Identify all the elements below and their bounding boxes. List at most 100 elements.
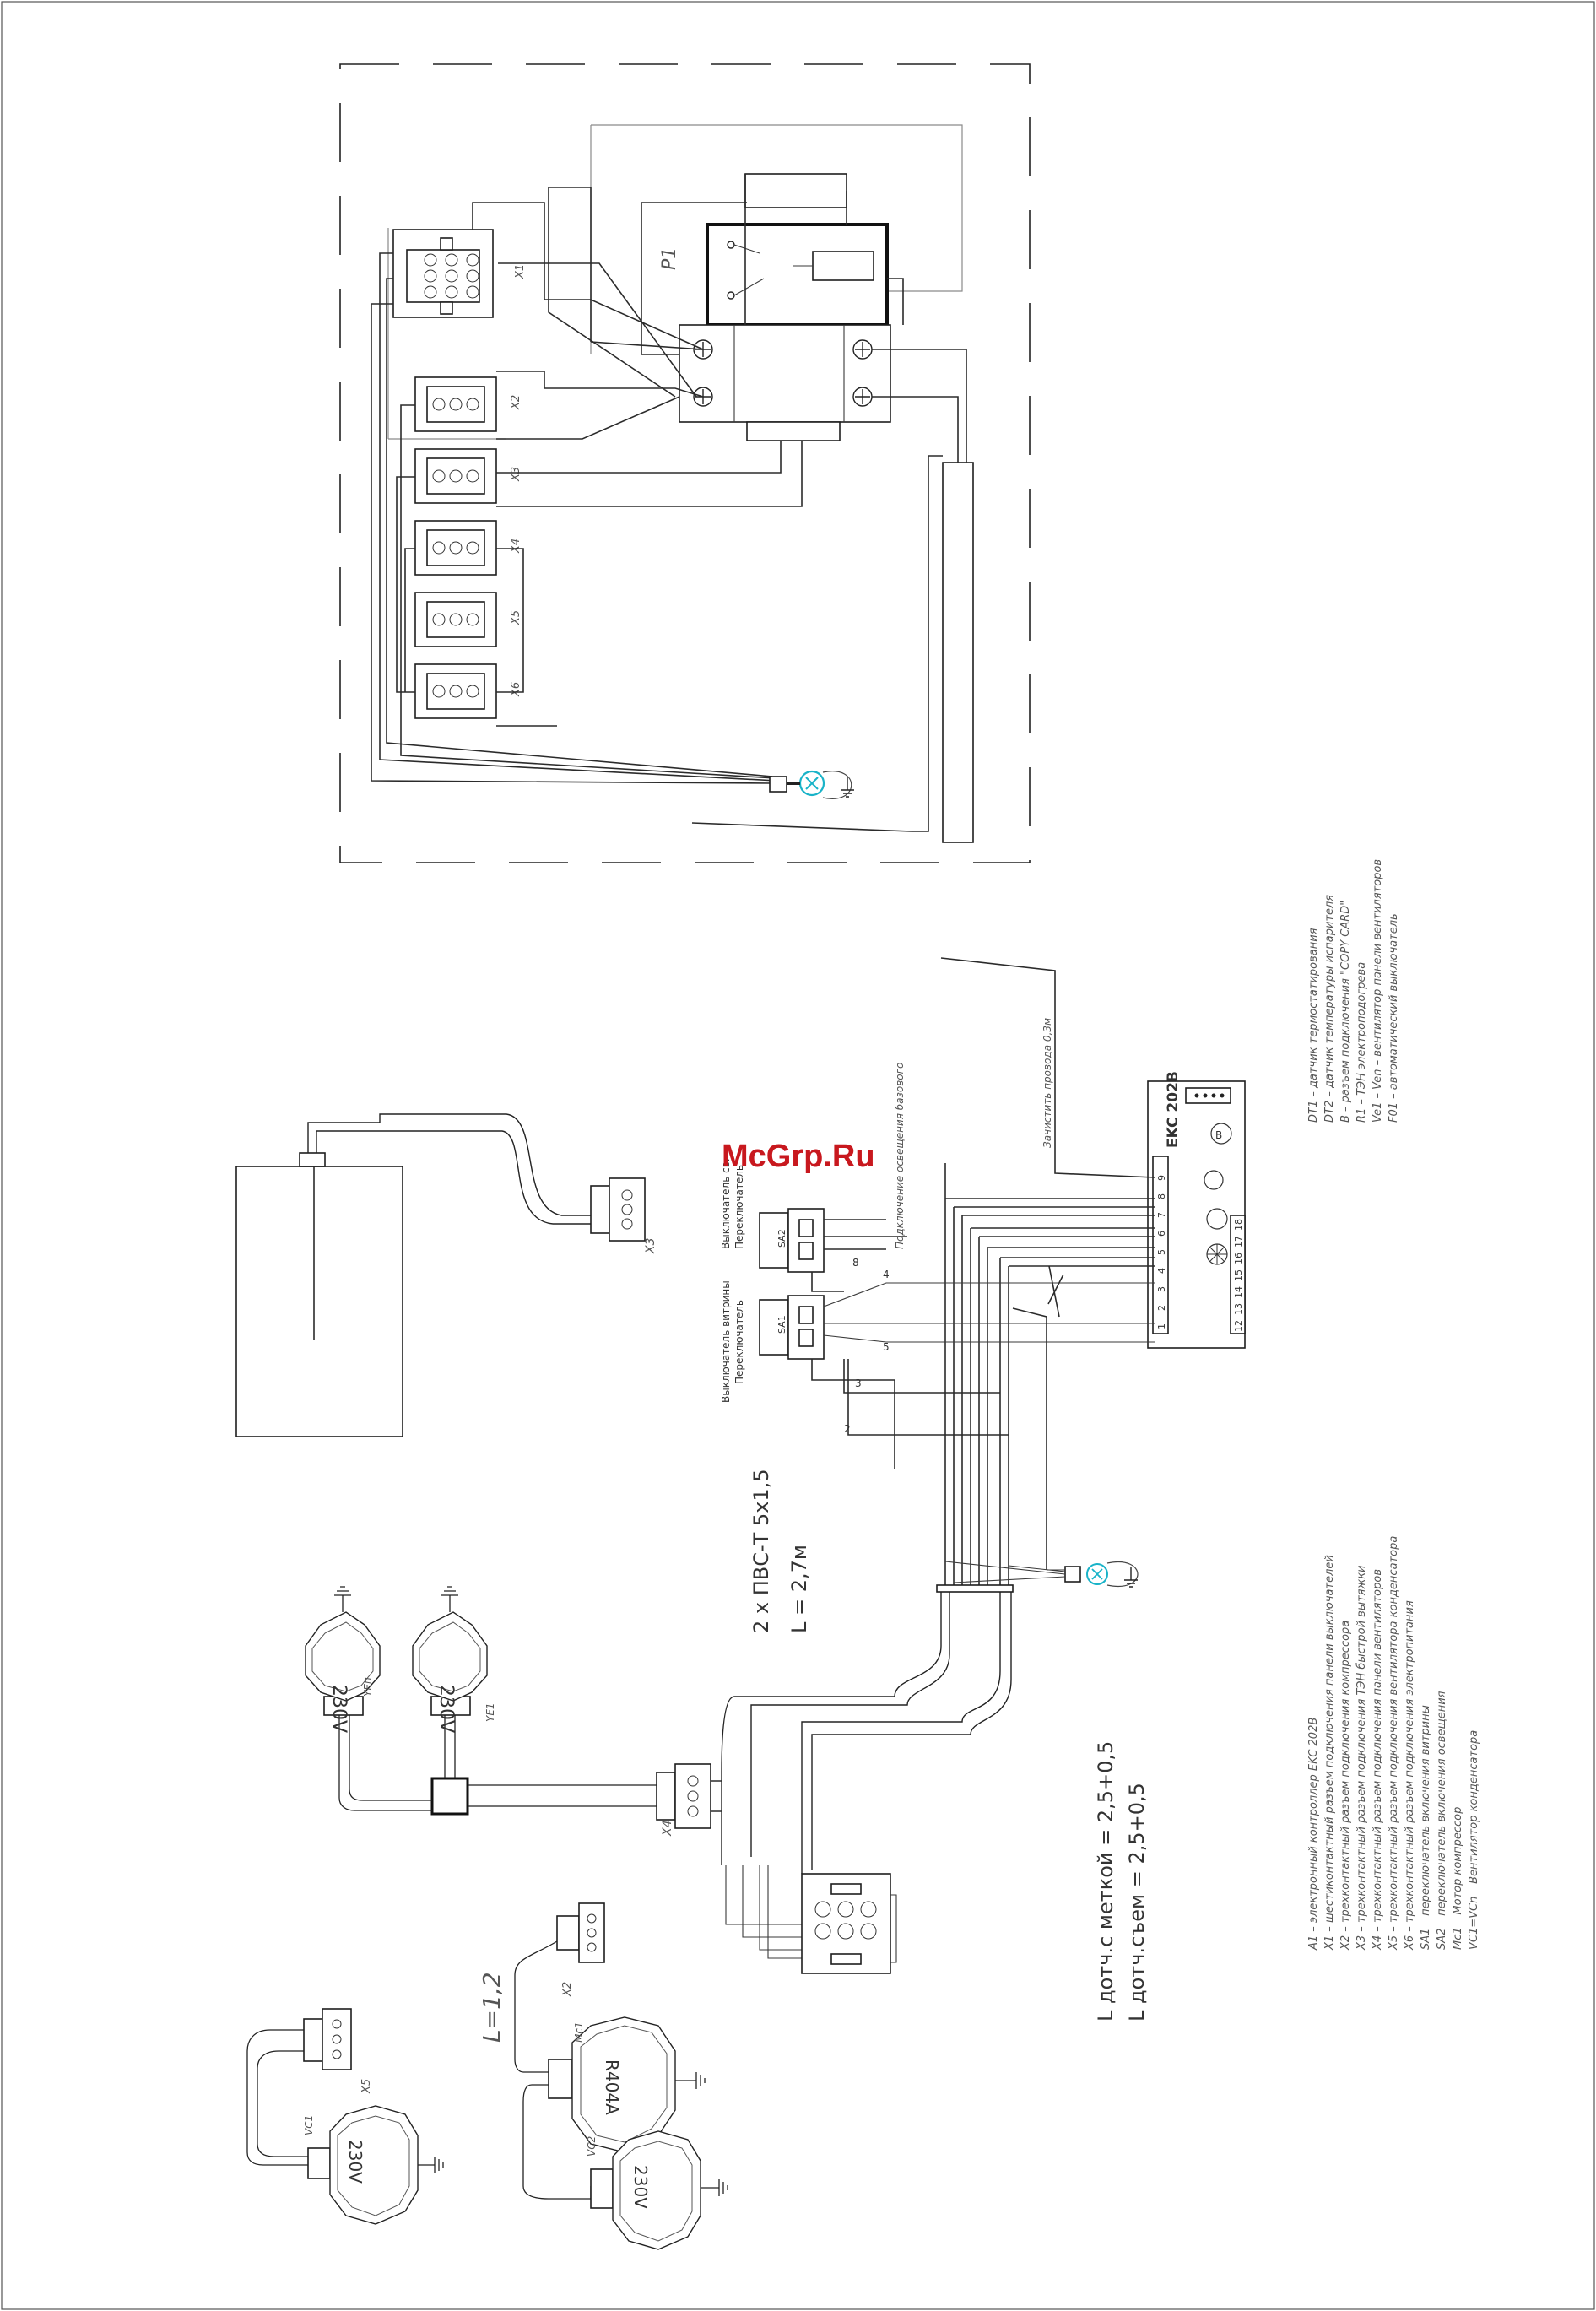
connector-x2: X2 <box>414 376 522 432</box>
legend-bottom-item: X6 – трехконтактный разъем подключения э… <box>1404 1600 1416 1951</box>
light-connection-note: Подключение освещения базового <box>894 1063 906 1249</box>
cable-length-with-mark: L дотч.с меткой = 2,5+0,5 <box>1094 1741 1117 2021</box>
legend-bottom-item: X5 – трехконтактный разъем подключения в… <box>1388 1536 1400 1951</box>
ground-terminal-icon <box>769 770 854 799</box>
connector-x6-label: X6 <box>510 682 522 697</box>
legend-bottom-item: A1 – электронный контроллер EKC 202B <box>1307 1718 1320 1951</box>
connector-x1: X1 <box>392 229 527 318</box>
vc1-voltage: 230V <box>345 2140 365 2184</box>
controller-terminal-top: 3 <box>1156 1286 1167 1292</box>
x5-plug-label: X5 <box>360 2079 373 2094</box>
x4-plug-label: X4 <box>661 1821 674 1837</box>
condenser-fan-vc1: 230V VC1 <box>246 2029 444 2225</box>
legend-bottom-item: X2 – трехконтактный разъем подключения к… <box>1339 1621 1352 1951</box>
connector-x6: X6 <box>414 663 522 719</box>
connector-x4-plug: X4 <box>656 1763 722 1837</box>
fan-yen-label: YEп <box>362 1677 374 1697</box>
switch-sa1-caption: Выключатель витрины <box>720 1280 732 1403</box>
wire-number-8: 8 <box>852 1257 859 1269</box>
switch-sa1-subcaption: Переключатель <box>733 1300 745 1384</box>
legend-bottom-item: VC1=VCn – Вентилятор конденсатора <box>1468 1730 1480 1950</box>
controller-terminal-top: 6 <box>1156 1231 1167 1237</box>
switch-sa2-subcaption: Переключатель <box>733 1165 745 1249</box>
controller-terminal-bottom: 15 <box>1233 1269 1244 1281</box>
controller-terminal-top: 9 <box>1156 1175 1167 1181</box>
connector-x3: X3 <box>414 448 522 504</box>
connector-x1-plug <box>801 1873 897 1974</box>
fan-motor-yen: 230V YEп <box>305 1586 381 1733</box>
connector-x4: X4 <box>414 520 522 576</box>
vc2-label: VC2 <box>586 2136 598 2157</box>
fan-motor-ye1: 230V YE1 <box>412 1586 496 1733</box>
connector-x5-label: X5 <box>510 610 522 625</box>
controller-terminals <box>1152 1156 1246 1334</box>
legend-right-item: DT2 – датчик температуры испарителя <box>1323 895 1336 1123</box>
switch-sa2-id: SA2 <box>776 1229 787 1248</box>
legend-bottom-item: X1 – шестиконтактный разъем подключения … <box>1323 1555 1336 1951</box>
legend-bottom-item: SA2 – переключатель включения освещения <box>1436 1691 1448 1950</box>
controller-model: EKC 202B <box>1165 1071 1182 1148</box>
sensor-length: L=1,2 <box>478 1972 506 2043</box>
legend-bottom-item: X3 – трехконтактный разъем подключения Т… <box>1355 1566 1368 1951</box>
connector-x3-plug: X3 <box>590 1177 657 1254</box>
switch-sa2: SA2 Выключатель св. Переключатель <box>720 1158 825 1273</box>
main-cable-bundle <box>721 1584 1014 1959</box>
thermometer-icon <box>1204 1170 1224 1190</box>
heater-unit <box>235 1113 591 1437</box>
legend-bottom-item: Mc1 – Мотор компрессор <box>1452 1807 1464 1950</box>
fan-ye1-voltage: 230V <box>436 1685 457 1733</box>
legend-right-item: R1 – ТЭН электроподогрева <box>1355 962 1368 1123</box>
controller-terminal-top: 8 <box>1156 1193 1167 1199</box>
compressor-label: Mc1 <box>573 2021 585 2043</box>
controller-terminal-bottom: 13 <box>1233 1303 1244 1315</box>
legend-right-item: Ve1 – Ven – вентилятор панели вентилятор… <box>1371 859 1384 1123</box>
panel-wiring <box>371 174 912 832</box>
controller-terminal-bottom: 14 <box>1233 1286 1244 1298</box>
fan-yen-voltage: 230V <box>328 1685 349 1733</box>
condenser-fan-vc2: 230V VC2 <box>586 2130 728 2250</box>
controller-terminal-top: 7 <box>1156 1212 1167 1218</box>
cable-spec: 2 x ПВС-Т 5x1,5 <box>749 1469 773 1633</box>
legend-right-item: DT1 – датчик термостатирования <box>1307 928 1320 1123</box>
vc1-label: VC1 <box>303 2115 315 2135</box>
heater-tube <box>872 349 974 843</box>
controller-terminal-bottom: 12 <box>1233 1320 1244 1332</box>
switch-sa2-caption: Выключатель св. <box>720 1158 732 1249</box>
cable-length: L = 2,7м <box>787 1545 811 1633</box>
connector-x4-label: X4 <box>510 539 522 554</box>
controller-terminal-bottom: 17 <box>1233 1236 1244 1248</box>
wire-number-2: 2 <box>844 1423 851 1435</box>
connector-x3-label: X3 <box>510 467 522 482</box>
switch-sa1-id: SA1 <box>776 1315 787 1334</box>
wire-number-5: 5 <box>883 1341 890 1353</box>
controller-terminal-top: 4 <box>1156 1268 1167 1274</box>
copy-card-socket-icon <box>1210 1123 1232 1145</box>
controller-terminal-top: 5 <box>1156 1249 1167 1255</box>
connector-x5-plug: X5 <box>303 2008 373 2094</box>
watermark: McGrp.Ru <box>722 1139 875 1174</box>
controller-terminal-bottom: 16 <box>1233 1253 1244 1264</box>
relay-label: P1 <box>659 247 680 270</box>
connector-x2-label: X2 <box>510 395 522 410</box>
connector-x5: X5 <box>414 592 522 647</box>
copy-card-symbol: B <box>1215 1129 1222 1141</box>
strip-note: Зачистить провода 0,3м <box>1041 1018 1053 1148</box>
terminal-block <box>679 324 891 441</box>
wire-number-3: 3 <box>855 1377 862 1389</box>
connector-x2-plug: X2 <box>556 1902 605 1997</box>
compressor-refrigerant: R404A <box>602 2059 622 2115</box>
controller-terminal-top: 1 <box>1156 1323 1167 1329</box>
switch-sa1: SA1 Выключатель витрины Переключатель <box>720 1280 825 1403</box>
controller-terminal-top: 2 <box>1156 1305 1167 1311</box>
legend-bottom-item: X4 – трехконтактный разъем подключения п… <box>1371 1569 1384 1951</box>
connector-x1-label: X1 <box>514 264 527 279</box>
compressor-mc1: R404A Mc1 <box>514 1940 706 2200</box>
legend-bottom-item: SA1 – переключатель включения витрины <box>1420 1705 1432 1950</box>
fan-icon <box>1206 1208 1228 1230</box>
controller-terminal-bottom: 18 <box>1233 1219 1244 1231</box>
